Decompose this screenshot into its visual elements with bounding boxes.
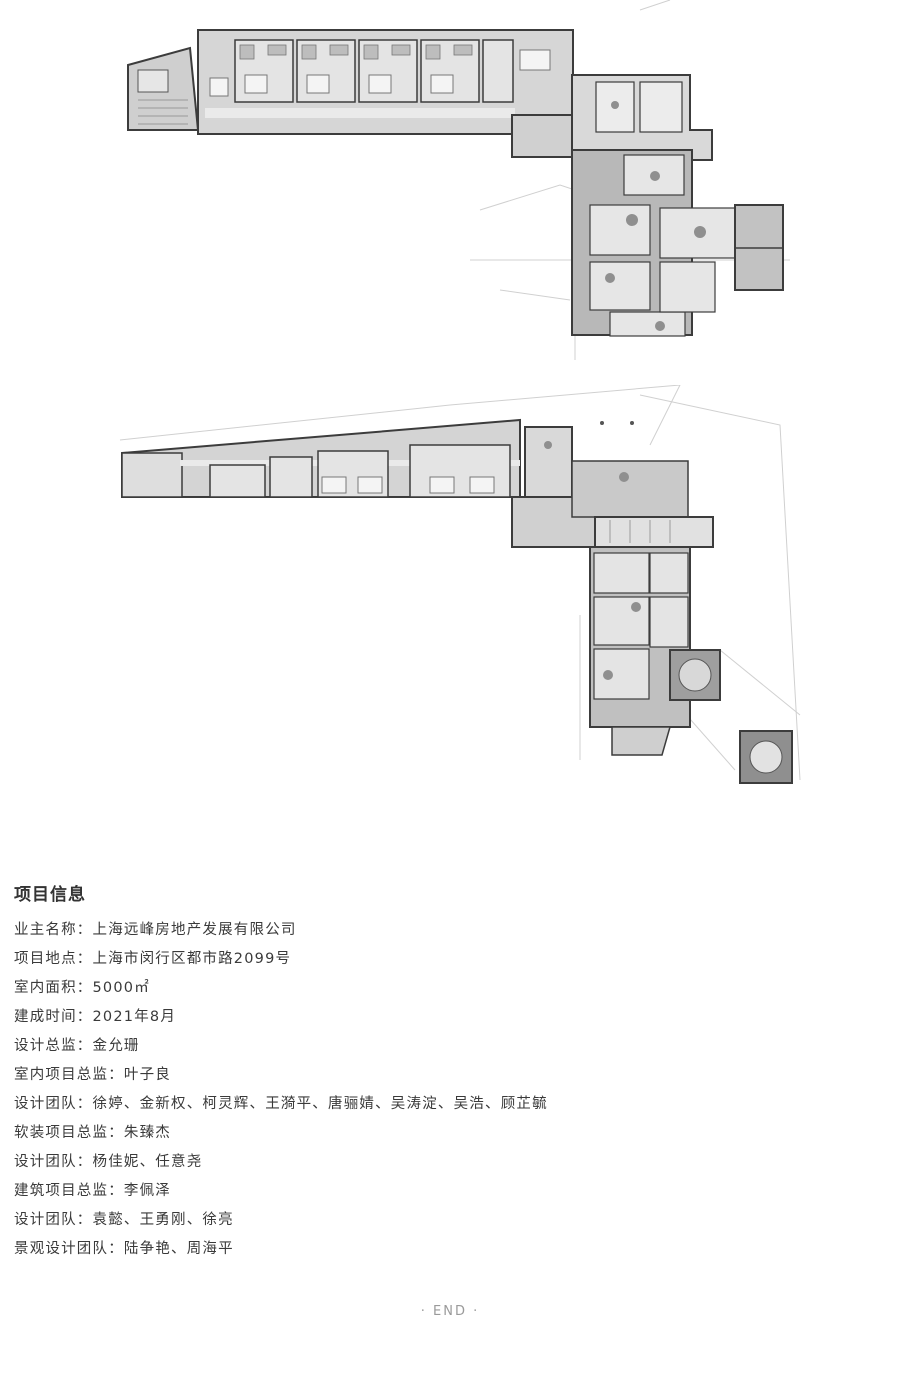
design-director-line: 设计总监：金允珊 bbox=[14, 1038, 140, 1054]
landscape-team-line: 景观设计团队：陆争艳、周海平 bbox=[14, 1241, 234, 1257]
area-line: 室内面积：5000㎡ bbox=[14, 980, 150, 996]
project-info: 项目信息 业主名称：上海远峰房地产发展有限公司 项目地点：上海市闵行区都市路20… bbox=[14, 882, 874, 1264]
interior-director-line: 室内项目总监：叶子良 bbox=[14, 1067, 171, 1083]
upper-floor-plan-drawing bbox=[127, 0, 790, 360]
architecture-team-line: 设计团队：袁懿、王勇刚、徐亮 bbox=[14, 1212, 234, 1228]
soft-furnishing-team-line: 设计团队：杨佳妮、任意尧 bbox=[14, 1154, 203, 1170]
completion-line: 建成时间：2021年8月 bbox=[14, 1009, 177, 1025]
owner-line: 业主名称：上海远峰房地产发展有限公司 bbox=[14, 922, 297, 938]
lower-floor-plan-drawing bbox=[119, 385, 801, 784]
lower-floor-plan bbox=[0, 385, 900, 795]
architecture-director-line: 建筑项目总监：李佩泽 bbox=[14, 1183, 171, 1199]
soft-furnishing-director-line: 软装项目总监：朱臻杰 bbox=[14, 1125, 171, 1141]
project-info-title: 项目信息 bbox=[14, 885, 86, 905]
interior-team-line: 设计团队：徐婷、金新权、柯灵辉、王漪平、唐骊婧、吴涛淀、吴浩、顾芷毓 bbox=[14, 1096, 548, 1112]
location-line: 项目地点：上海市闵行区都市路2099号 bbox=[14, 951, 292, 967]
upper-floor-plan bbox=[0, 0, 900, 370]
end-mark: · END · bbox=[420, 1304, 480, 1319]
